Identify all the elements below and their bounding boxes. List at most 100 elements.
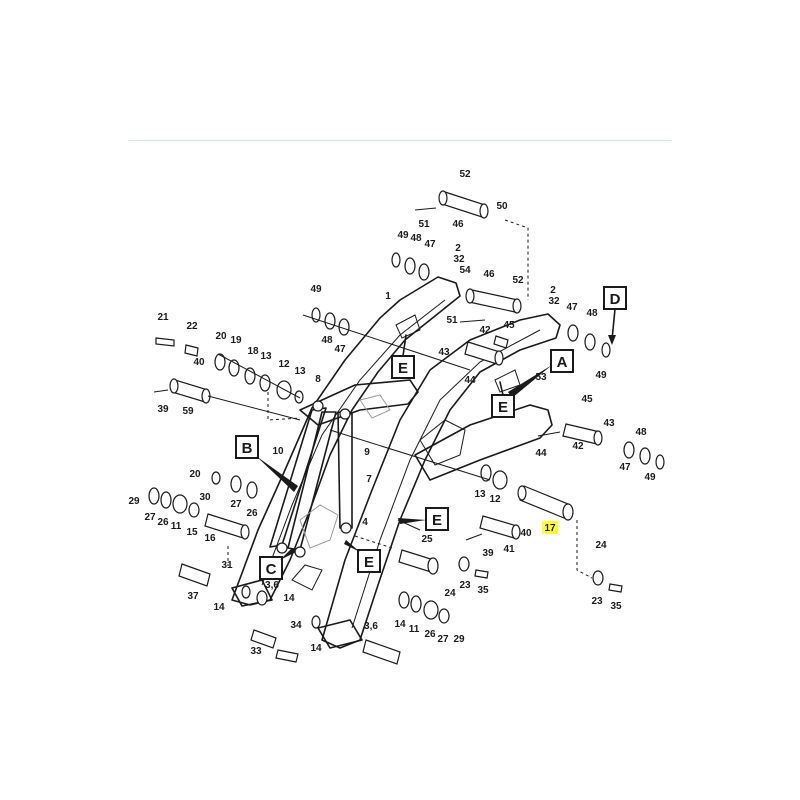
part-callout-49[interactable]: 49 <box>595 370 607 381</box>
part-callout-14[interactable]: 14 <box>213 602 225 613</box>
part-callout-42[interactable]: 42 <box>479 325 491 336</box>
part-callout-48[interactable]: 48 <box>321 335 333 346</box>
part-callout-12[interactable]: 12 <box>278 359 290 370</box>
part-callout-16[interactable]: 16 <box>204 533 216 544</box>
part-callout-26[interactable]: 26 <box>424 629 436 640</box>
part-callout-17[interactable]: 17 <box>544 523 556 534</box>
part-callout-29[interactable]: 29 <box>128 496 140 507</box>
part-callout-50[interactable]: 50 <box>496 201 508 212</box>
part-callout-23[interactable]: 23 <box>591 596 603 607</box>
reference-letter[interactable]: E <box>491 381 515 418</box>
part-callout-40[interactable]: 40 <box>520 528 532 539</box>
part-callout-45[interactable]: 45 <box>503 320 515 331</box>
part-callout-7[interactable]: 7 <box>366 474 372 485</box>
reference-letter[interactable]: E <box>391 334 415 379</box>
part-callout-43[interactable]: 43 <box>438 347 450 358</box>
part-callout-2[interactable]: 2 <box>455 243 461 254</box>
part-callout-32[interactable]: 32 <box>453 254 465 265</box>
part-callout-18[interactable]: 18 <box>247 346 259 357</box>
reference-letter[interactable]: A <box>508 349 574 398</box>
part-callout-52[interactable]: 52 <box>512 275 524 286</box>
part-callout-14[interactable]: 14 <box>394 619 406 630</box>
part-callout-42[interactable]: 42 <box>572 441 584 452</box>
part-callout-20[interactable]: 20 <box>215 331 227 342</box>
part-callout-27[interactable]: 27 <box>144 512 156 523</box>
part-callout-47[interactable]: 47 <box>424 239 436 250</box>
part-callout-2[interactable]: 2 <box>550 285 556 296</box>
part-callout-43[interactable]: 43 <box>603 418 615 429</box>
part-callout-48[interactable]: 48 <box>586 308 598 319</box>
part-callout-53[interactable]: 53 <box>535 372 547 383</box>
part-callout-4[interactable]: 4 <box>362 517 368 528</box>
svg-text:E: E <box>398 360 408 377</box>
part-callout-49[interactable]: 49 <box>644 472 656 483</box>
part-callout-34[interactable]: 34 <box>290 620 302 631</box>
reference-letter[interactable]: C <box>259 548 296 580</box>
svg-text:B: B <box>242 440 253 457</box>
part-callout-31[interactable]: 31 <box>221 560 233 571</box>
part-callout-49[interactable]: 49 <box>310 284 322 295</box>
part-callout-59[interactable]: 59 <box>182 406 194 417</box>
part-callout-3-6[interactable]: 3,6 <box>364 621 378 632</box>
part-callout-12[interactable]: 12 <box>489 494 501 505</box>
part-callout-48[interactable]: 48 <box>635 427 647 438</box>
part-callout-11[interactable]: 11 <box>171 521 182 532</box>
part-callout-49[interactable]: 49 <box>397 230 409 241</box>
reference-letter[interactable]: B <box>235 435 298 492</box>
reference-letter[interactable]: D <box>603 286 627 345</box>
part-callout-39[interactable]: 39 <box>482 548 494 559</box>
part-callout-24[interactable]: 24 <box>595 540 607 551</box>
part-callout-39[interactable]: 39 <box>157 404 169 415</box>
reference-letter[interactable]: E <box>398 507 449 531</box>
part-callout-46[interactable]: 46 <box>452 219 464 230</box>
part-callout-47[interactable]: 47 <box>619 462 631 473</box>
part-callout-32[interactable]: 32 <box>548 296 560 307</box>
part-callout-22[interactable]: 22 <box>186 321 198 332</box>
part-callout-14[interactable]: 14 <box>283 593 295 604</box>
part-callout-13[interactable]: 13 <box>294 366 306 377</box>
part-callout-11[interactable]: 11 <box>409 624 420 635</box>
part-callout-48[interactable]: 48 <box>410 233 422 244</box>
part-callout-45[interactable]: 45 <box>581 394 593 405</box>
part-callout-10[interactable]: 10 <box>272 446 284 457</box>
part-callout-13[interactable]: 13 <box>260 351 272 362</box>
part-callout-54[interactable]: 54 <box>459 265 471 276</box>
part-callout-8[interactable]: 8 <box>315 374 321 385</box>
part-callout-47[interactable]: 47 <box>334 344 346 355</box>
part-callout-26[interactable]: 26 <box>157 517 169 528</box>
part-callout-19[interactable]: 19 <box>230 335 242 346</box>
part-callout-35[interactable]: 35 <box>477 585 489 596</box>
svg-text:E: E <box>432 512 442 529</box>
part-callout-47[interactable]: 47 <box>566 302 578 313</box>
part-callout-44[interactable]: 44 <box>535 448 547 459</box>
part-callout-13[interactable]: 13 <box>474 489 486 500</box>
part-callout-20[interactable]: 20 <box>189 469 201 480</box>
reference-letter[interactable]: E <box>344 540 381 573</box>
part-callout-27[interactable]: 27 <box>230 499 242 510</box>
part-callout-3-6[interactable]: 3,6 <box>265 580 279 591</box>
part-callout-15[interactable]: 15 <box>186 527 198 538</box>
part-callout-23[interactable]: 23 <box>459 580 471 591</box>
part-callout-51[interactable]: 51 <box>418 219 430 230</box>
part-callout-1[interactable]: 1 <box>385 291 391 302</box>
part-callout-27[interactable]: 27 <box>437 634 449 645</box>
pins-bushings-drawing <box>148 190 665 665</box>
part-callout-30[interactable]: 30 <box>199 492 211 503</box>
part-callout-33[interactable]: 33 <box>250 646 262 657</box>
part-callout-35[interactable]: 35 <box>610 601 622 612</box>
part-callout-52[interactable]: 52 <box>459 169 471 180</box>
part-callout-51[interactable]: 51 <box>446 315 458 326</box>
part-callout-46[interactable]: 46 <box>483 269 495 280</box>
part-callout-40[interactable]: 40 <box>193 357 205 368</box>
part-callout-37[interactable]: 37 <box>187 591 199 602</box>
part-callout-25[interactable]: 25 <box>421 534 433 545</box>
part-callout-26[interactable]: 26 <box>246 508 258 519</box>
part-callout-21[interactable]: 21 <box>157 312 169 323</box>
part-callout-41[interactable]: 41 <box>503 544 515 555</box>
part-callout-9[interactable]: 9 <box>364 447 370 458</box>
part-callout-29[interactable]: 29 <box>453 634 465 645</box>
part-callout-14[interactable]: 14 <box>310 643 322 654</box>
part-callout-44[interactable]: 44 <box>464 375 476 386</box>
part-callout-24[interactable]: 24 <box>444 588 456 599</box>
